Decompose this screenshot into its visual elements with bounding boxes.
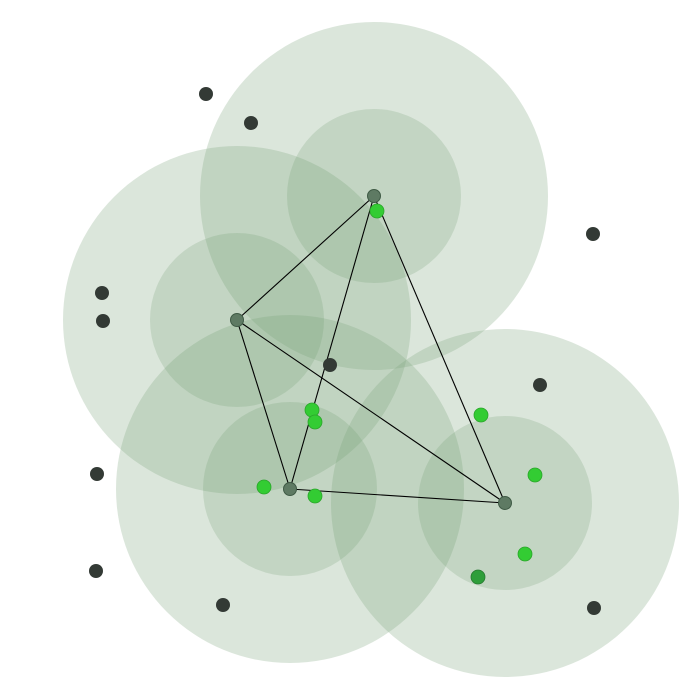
- dark-point: [96, 314, 110, 328]
- dark-point: [90, 467, 104, 481]
- network-nodes: [230, 189, 512, 510]
- green-point: [256, 479, 272, 495]
- network-edge: [289, 195, 375, 490]
- network-node: [498, 496, 512, 510]
- dark-point: [199, 87, 213, 101]
- dark-points: [89, 87, 601, 615]
- network-node: [230, 313, 244, 327]
- green-point: [369, 203, 385, 219]
- green-point: [307, 414, 323, 430]
- dark-point: [533, 378, 547, 392]
- dark-point: [89, 564, 103, 578]
- network-node: [367, 189, 381, 203]
- green-point: [517, 546, 533, 562]
- dark-point: [586, 227, 600, 241]
- green-point: [470, 569, 486, 585]
- network-edge: [236, 319, 506, 504]
- dark-point: [244, 116, 258, 130]
- network-edge: [373, 195, 506, 504]
- green-point: [527, 467, 543, 483]
- network-edges: [236, 195, 506, 504]
- dark-point: [587, 601, 601, 615]
- dark-point: [95, 286, 109, 300]
- green-point: [473, 407, 489, 423]
- dark-point: [323, 358, 337, 372]
- network-edge: [236, 195, 375, 321]
- network-edge: [289, 488, 506, 504]
- green-points: [256, 203, 543, 585]
- green-point: [307, 488, 323, 504]
- network-edge: [236, 319, 291, 490]
- dark-point: [216, 598, 230, 612]
- network-node: [283, 482, 297, 496]
